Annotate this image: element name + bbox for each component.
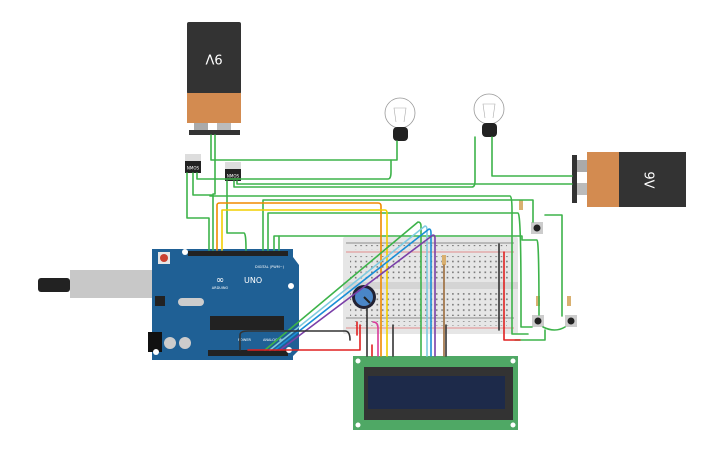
resistor	[567, 296, 571, 306]
arduino-uno[interactable]: UNO ARDUINO ∞ DIGITAL (PWM~) POWER ANALO…	[38, 249, 299, 360]
lcd-display[interactable]	[353, 356, 518, 430]
arduino-model: UNO	[244, 276, 262, 285]
battery-9v-top[interactable]: 9V	[187, 22, 241, 135]
mosfet-label: NMOS	[227, 174, 240, 179]
lcd-screen	[368, 376, 505, 409]
usb-connector	[70, 270, 158, 298]
push-button-3[interactable]	[565, 315, 577, 327]
potentiometer[interactable]	[352, 285, 376, 309]
light-bulb-1[interactable]	[384, 97, 416, 141]
mosfet-2[interactable]: NMOS	[225, 162, 241, 181]
resistor	[536, 296, 540, 306]
push-button-1[interactable]	[531, 222, 543, 234]
light-bulb-2[interactable]	[473, 93, 505, 137]
analog-label: ANALOG IN	[263, 338, 283, 342]
battery-9v-right[interactable]: 9V	[572, 152, 686, 207]
mosfet-label: NMOS	[187, 166, 200, 171]
wires	[186, 134, 573, 357]
mosfet-1[interactable]: NMOS	[185, 154, 201, 173]
digital-label: DIGITAL (PWM~)	[255, 265, 285, 269]
power-label: POWER	[238, 338, 252, 342]
battery-label: 9V	[205, 51, 222, 66]
battery-label: 9V	[641, 171, 656, 188]
usb-cable	[38, 278, 70, 292]
arduino-logo: ∞	[216, 275, 224, 286]
resistor	[442, 255, 446, 265]
arduino-brand: ARDUINO	[212, 286, 229, 290]
resistor	[519, 200, 523, 210]
push-button-2[interactable]	[532, 315, 544, 327]
